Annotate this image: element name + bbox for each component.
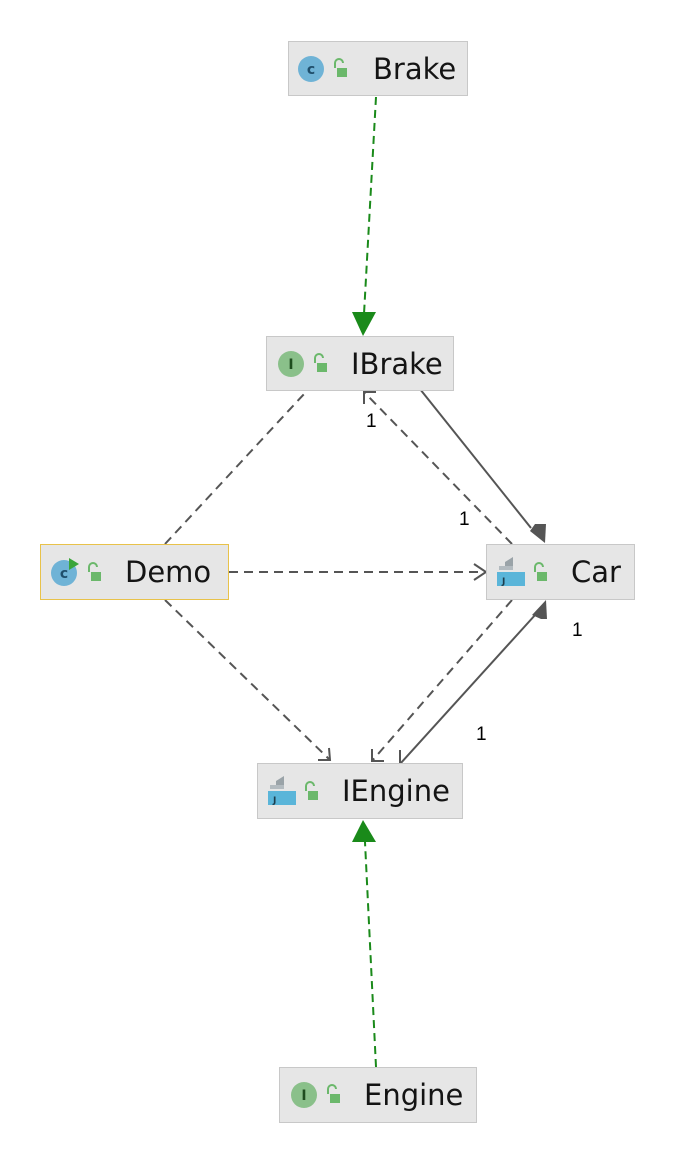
realization-arrowhead xyxy=(352,820,376,842)
svg-text:c: c xyxy=(60,566,68,582)
node-label: IBrake xyxy=(351,346,443,381)
node-demo[interactable]: c Demo xyxy=(40,544,229,600)
node-ibrake[interactable]: I IBrake xyxy=(266,336,454,391)
edge-car-composes-iengine xyxy=(399,600,547,765)
composition-diamond xyxy=(530,524,546,543)
edge-demo-depends-ibrake xyxy=(164,364,332,545)
node-label: Car xyxy=(571,555,621,589)
java-file-icon: J xyxy=(497,557,547,587)
interface-icon: I xyxy=(278,350,327,377)
node-label: Engine xyxy=(364,1078,464,1112)
node-brake[interactable]: c Brake xyxy=(288,41,468,96)
realization-arrowhead xyxy=(352,312,376,336)
multiplicity-label: 1 xyxy=(366,411,377,432)
node-car[interactable]: J Car xyxy=(486,544,635,600)
svg-text:J: J xyxy=(501,577,505,587)
edge-car-depends-ibrake xyxy=(363,391,513,545)
runnable-class-icon: c xyxy=(51,558,101,586)
class-icon: c xyxy=(298,55,347,82)
svg-text:I: I xyxy=(301,1088,306,1104)
interface-icon: I xyxy=(291,1082,340,1108)
edge-car-depends-iengine xyxy=(371,599,513,762)
multiplicity-label: 1 xyxy=(476,724,487,745)
node-label: Demo xyxy=(125,555,212,589)
node-engine[interactable]: I Engine xyxy=(279,1067,477,1123)
multiplicity-label: 1 xyxy=(459,509,470,530)
node-label: IEngine xyxy=(342,774,450,808)
java-file-icon: J xyxy=(268,776,318,806)
multiplicity-label: 1 xyxy=(572,620,583,641)
edge-demo-depends-car xyxy=(229,563,488,581)
svg-text:I: I xyxy=(288,357,293,373)
edge-demo-depends-iengine xyxy=(164,599,332,761)
edge-brake-realizes-ibrake xyxy=(352,96,377,336)
edge-engine-realizes-iengine xyxy=(352,820,377,1068)
svg-text:J: J xyxy=(272,796,276,806)
svg-text:c: c xyxy=(307,62,315,78)
node-label: Brake xyxy=(373,51,457,86)
composition-diamond xyxy=(532,600,547,619)
node-iengine[interactable]: J IEngine xyxy=(257,763,463,819)
